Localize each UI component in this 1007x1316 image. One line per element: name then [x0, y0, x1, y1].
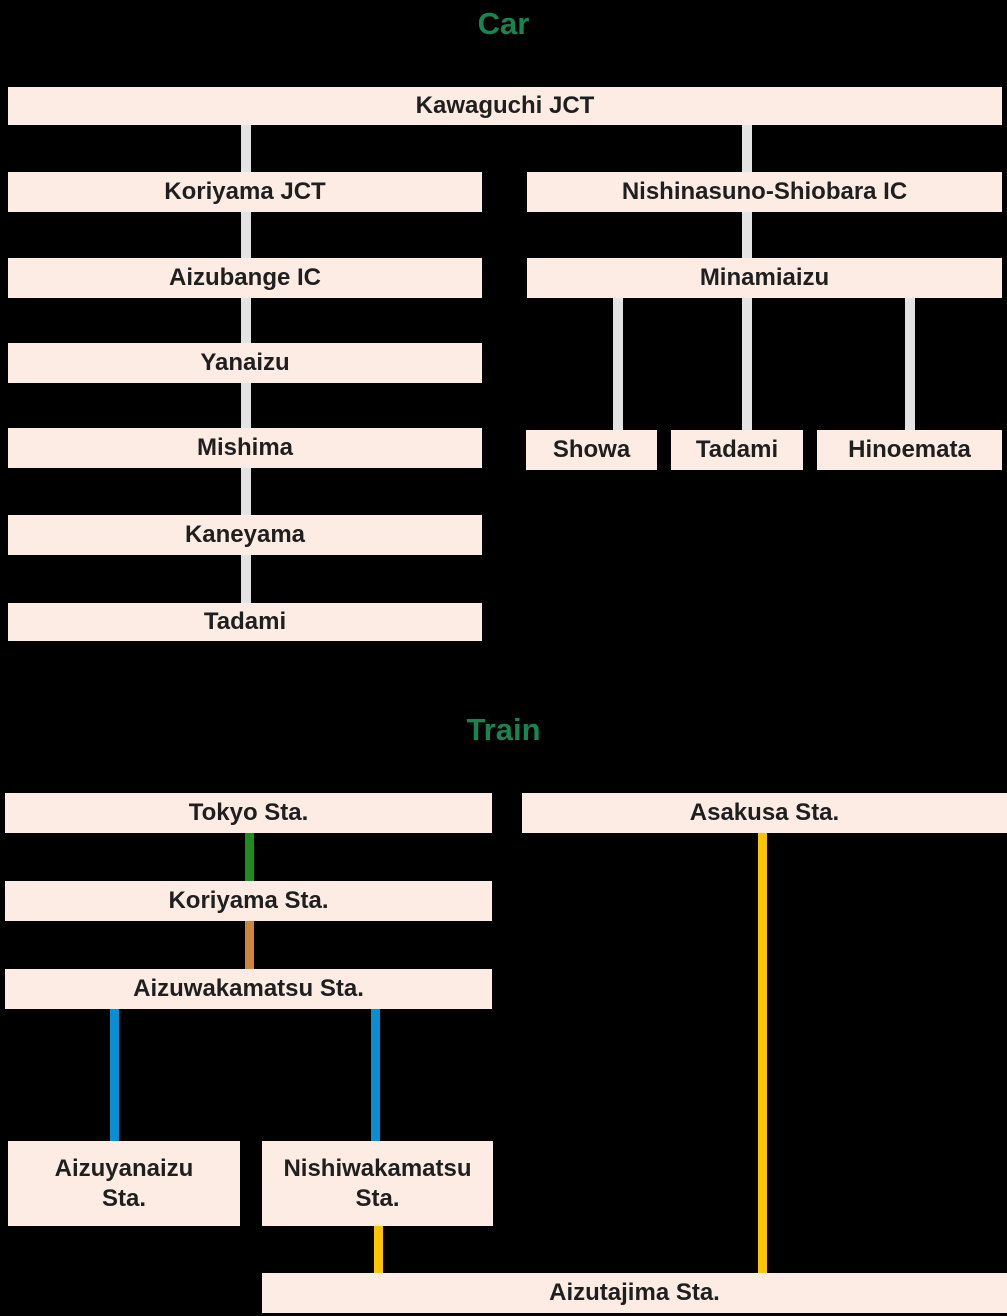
connector-minamiaizu-showa — [613, 298, 623, 430]
node-koriyama-station: Koriyama Sta. — [5, 881, 492, 921]
node-tadami-branch: Tadami — [671, 430, 803, 470]
node-nishiwakamatsu-station: Nishiwakamatsu Sta. — [262, 1141, 493, 1226]
connector-kaneyama-tadami — [241, 555, 251, 603]
node-yanaizu: Yanaizu — [8, 343, 482, 383]
connector-kawaguchi-nishinasuno — [742, 125, 752, 172]
node-kawaguchi-jct: Kawaguchi JCT — [8, 87, 1002, 125]
node-tokyo-station: Tokyo Sta. — [5, 793, 492, 833]
node-nishinasuno-shiobara-ic: Nishinasuno-Shiobara IC — [527, 172, 1002, 212]
connector-aizubange-yanaizu — [241, 298, 251, 343]
connector-minamiaizu-hinoemata — [905, 298, 915, 430]
node-minamiaizu: Minamiaizu — [527, 258, 1002, 298]
connector-mishima-kaneyama — [241, 468, 251, 515]
car-section-title: Car — [477, 6, 530, 41]
node-aizuyanaizu-station: Aizuyanaizu Sta. — [8, 1141, 240, 1226]
node-tadami: Tadami — [8, 603, 482, 641]
node-mishima: Mishima — [8, 428, 482, 468]
node-kaneyama: Kaneyama — [8, 515, 482, 555]
train-section-title: Train — [466, 712, 541, 747]
railline-tokyo-koriyama-green — [245, 833, 254, 881]
railline-koriyama-aizuwakamatsu-orange — [245, 921, 254, 969]
railline-asakusa-aizutajima-yellow — [758, 833, 767, 1273]
connector-minamiaizu-tadami — [742, 298, 752, 430]
railline-aizuwakamatsu-nishiwakamatsu-blue — [371, 1009, 380, 1141]
railline-aizuwakamatsu-aizuyanaizu-blue — [110, 1009, 119, 1141]
node-showa: Showa — [526, 430, 657, 470]
node-asakusa-station: Asakusa Sta. — [522, 793, 1007, 833]
node-aizubange-ic: Aizubange IC — [8, 258, 482, 298]
connector-koriyamajct-aizubange — [241, 212, 251, 258]
node-aizuwakamatsu-station: Aizuwakamatsu Sta. — [5, 969, 492, 1009]
connector-nishinasuno-minamiaizu — [742, 212, 752, 258]
node-hinoemata: Hinoemata — [817, 430, 1002, 470]
railline-nishiwakamatsu-aizutajima-yellow — [374, 1226, 383, 1273]
connector-kawaguchi-koriyamajct — [241, 125, 251, 172]
node-aizutajima-station: Aizutajima Sta. — [262, 1273, 1007, 1313]
connector-yanaizu-mishima — [241, 383, 251, 428]
node-koriyama-jct: Koriyama JCT — [8, 172, 482, 212]
